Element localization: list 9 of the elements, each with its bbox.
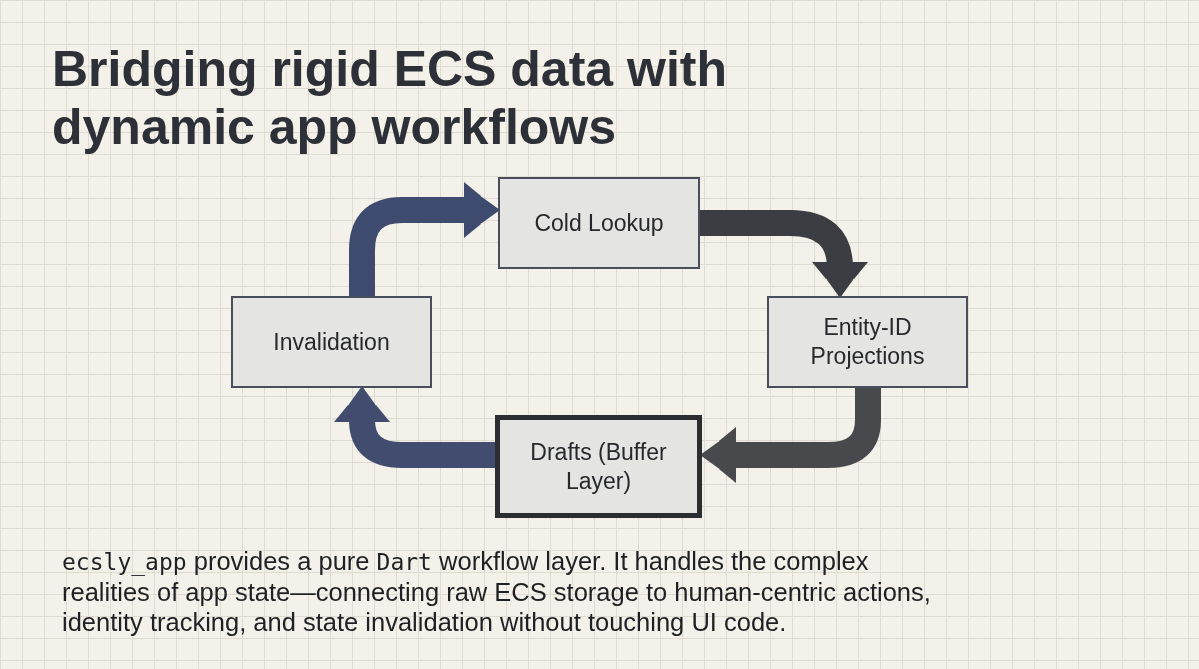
process-box: Invalidation: [231, 296, 432, 388]
caption: ecsly_app provides a pure Dart workflow layer. It handles the complex realities of app state—connecting raw ECS storage to human-centric actions, identity tracking, and state invalidation without touching UI code.: [62, 546, 932, 637]
title: Bridging rigid ECS data with dynamic app workflows: [52, 40, 728, 156]
process-box: Entity-ID Projections: [767, 296, 968, 388]
curved-arrow: [700, 210, 868, 296]
process-box: Cold Lookup: [498, 177, 700, 269]
highlighted-process-box: Drafts (Buffer Layer): [495, 415, 702, 518]
curved-arrow: [334, 388, 495, 468]
curved-arrow: [702, 388, 881, 483]
